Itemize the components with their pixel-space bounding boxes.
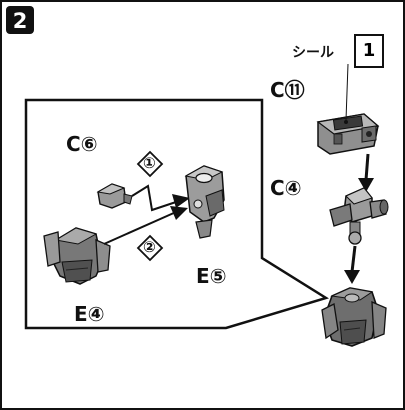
- part-label-e4: E④: [74, 302, 105, 326]
- part-c6-shape: [96, 183, 133, 209]
- assembly-path-step-1: [131, 184, 190, 212]
- step-number: 2: [12, 9, 28, 33]
- part-c11-shape: [316, 113, 380, 155]
- sticker-label: シール: [292, 45, 334, 61]
- part-final-assembly-shape: [321, 287, 387, 347]
- arrow-c4-to-assembly: [344, 245, 360, 284]
- step-marker-2-diamond: [136, 234, 164, 262]
- step-marker-2: ②: [143, 238, 156, 256]
- part-label-c4: C④: [270, 176, 302, 200]
- step-marker-1-diamond: [136, 150, 164, 178]
- part-label-c11: C⑪: [270, 78, 305, 102]
- part-e4-shape: [43, 227, 111, 285]
- arrow-c11-to-c4: [358, 153, 374, 192]
- sticker-leader-dot: [344, 120, 348, 124]
- step-number-badge: 2: [6, 6, 34, 34]
- step-marker-1: ①: [143, 154, 156, 172]
- assembly-path-step-2: [103, 206, 188, 245]
- sticker-number: 1: [362, 40, 376, 61]
- part-e5-shape: [184, 165, 225, 239]
- sticker-number-box: 1: [354, 34, 384, 68]
- part-c4-shape: [329, 187, 389, 245]
- sticker-leader-line: [345, 63, 349, 121]
- part-label-c6: C⑥: [66, 132, 98, 156]
- part-label-e5: E⑤: [196, 264, 227, 288]
